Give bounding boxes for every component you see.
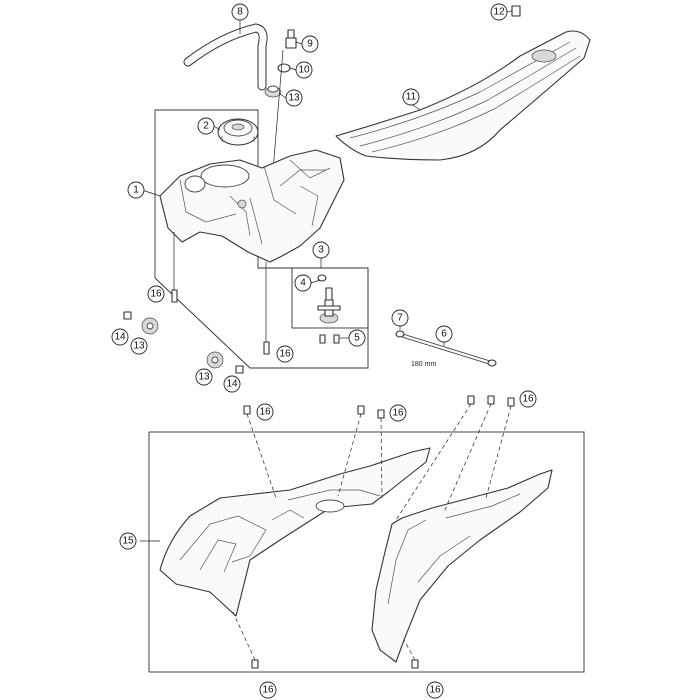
callout-6: 6 [435,325,453,343]
callout-5: 5 [348,329,366,347]
callout-16-tank-left: 16 [147,285,165,303]
callout-13-center: 13 [195,368,213,386]
rubber-grommet-top [264,85,282,98]
hose-length-label: 180 mm [411,361,436,368]
callout-16-spoiler-right: 16 [519,390,537,408]
callout-3: 3 [312,241,330,259]
callout-13-top: 13 [285,89,303,107]
svg-text:10: 10 [298,65,310,76]
seat-screw [511,5,521,17]
callout-12: 12 [490,3,508,21]
svg-text:9: 9 [307,39,313,50]
grommet-center [206,351,224,369]
svg-text:16: 16 [262,685,274,696]
callout-16-spoiler-left: 16 [256,403,274,421]
callout-15: 15 [119,532,137,550]
svg-text:16: 16 [522,394,534,405]
callout-2: 2 [197,117,215,135]
bolt-center [235,365,244,374]
callout-11: 11 [402,88,420,106]
seat [335,30,591,161]
breather-valve [285,29,297,49]
callout-16-spoiler-center: 16 [389,404,407,422]
grommet-left [141,317,159,335]
svg-text:14: 14 [226,379,238,390]
svg-text:14: 14 [114,332,126,343]
callout-1: 1 [127,181,145,199]
tap-clip [317,274,327,282]
callout-7: 7 [391,309,409,327]
svg-text:3: 3 [318,245,324,256]
bolt-left [123,311,132,320]
svg-text:8: 8 [237,7,243,18]
fuel-line [395,330,497,367]
callout-16-tank-bottom: 16 [276,345,294,363]
svg-text:2: 2 [203,121,209,132]
svg-text:16: 16 [392,408,404,419]
svg-text:11: 11 [406,92,417,103]
fuel-tap [317,287,341,324]
callout-14-center: 14 [223,375,241,393]
callout-8: 8 [231,3,249,21]
tap-group-frame [291,267,369,329]
svg-text:12: 12 [493,7,505,18]
callout-14-left: 14 [111,328,129,346]
svg-text:7: 7 [397,313,403,324]
tank-bolt-bottom [263,341,270,355]
hose-clip [277,63,291,73]
fuel-tank [159,149,345,263]
svg-text:16: 16 [279,349,291,360]
svg-text:13: 13 [133,341,145,352]
callout-9: 9 [301,35,319,53]
fuel-cap [217,118,259,146]
svg-text:5: 5 [354,333,360,344]
svg-text:16: 16 [259,407,271,418]
svg-text:1: 1 [133,185,139,196]
svg-text:15: 15 [122,536,134,547]
svg-text:13: 13 [288,93,300,104]
tank-bolt-left [171,289,178,303]
svg-text:6: 6 [441,329,447,340]
svg-text:16: 16 [429,685,441,696]
spoiler-group-frame [148,431,585,673]
left-spoiler [159,447,431,617]
callout-10: 10 [295,61,313,79]
callout-4: 4 [294,274,312,292]
callout-16-bottom-left: 16 [259,681,277,699]
svg-text:13: 13 [198,372,210,383]
svg-text:4: 4 [300,278,306,289]
callout-16-bottom-right: 16 [426,681,444,699]
callout-13-left: 13 [130,337,148,355]
svg-text:16: 16 [150,289,162,300]
tap-screws [319,334,340,344]
right-spoiler [371,469,553,663]
fuel-hose [183,23,268,91]
